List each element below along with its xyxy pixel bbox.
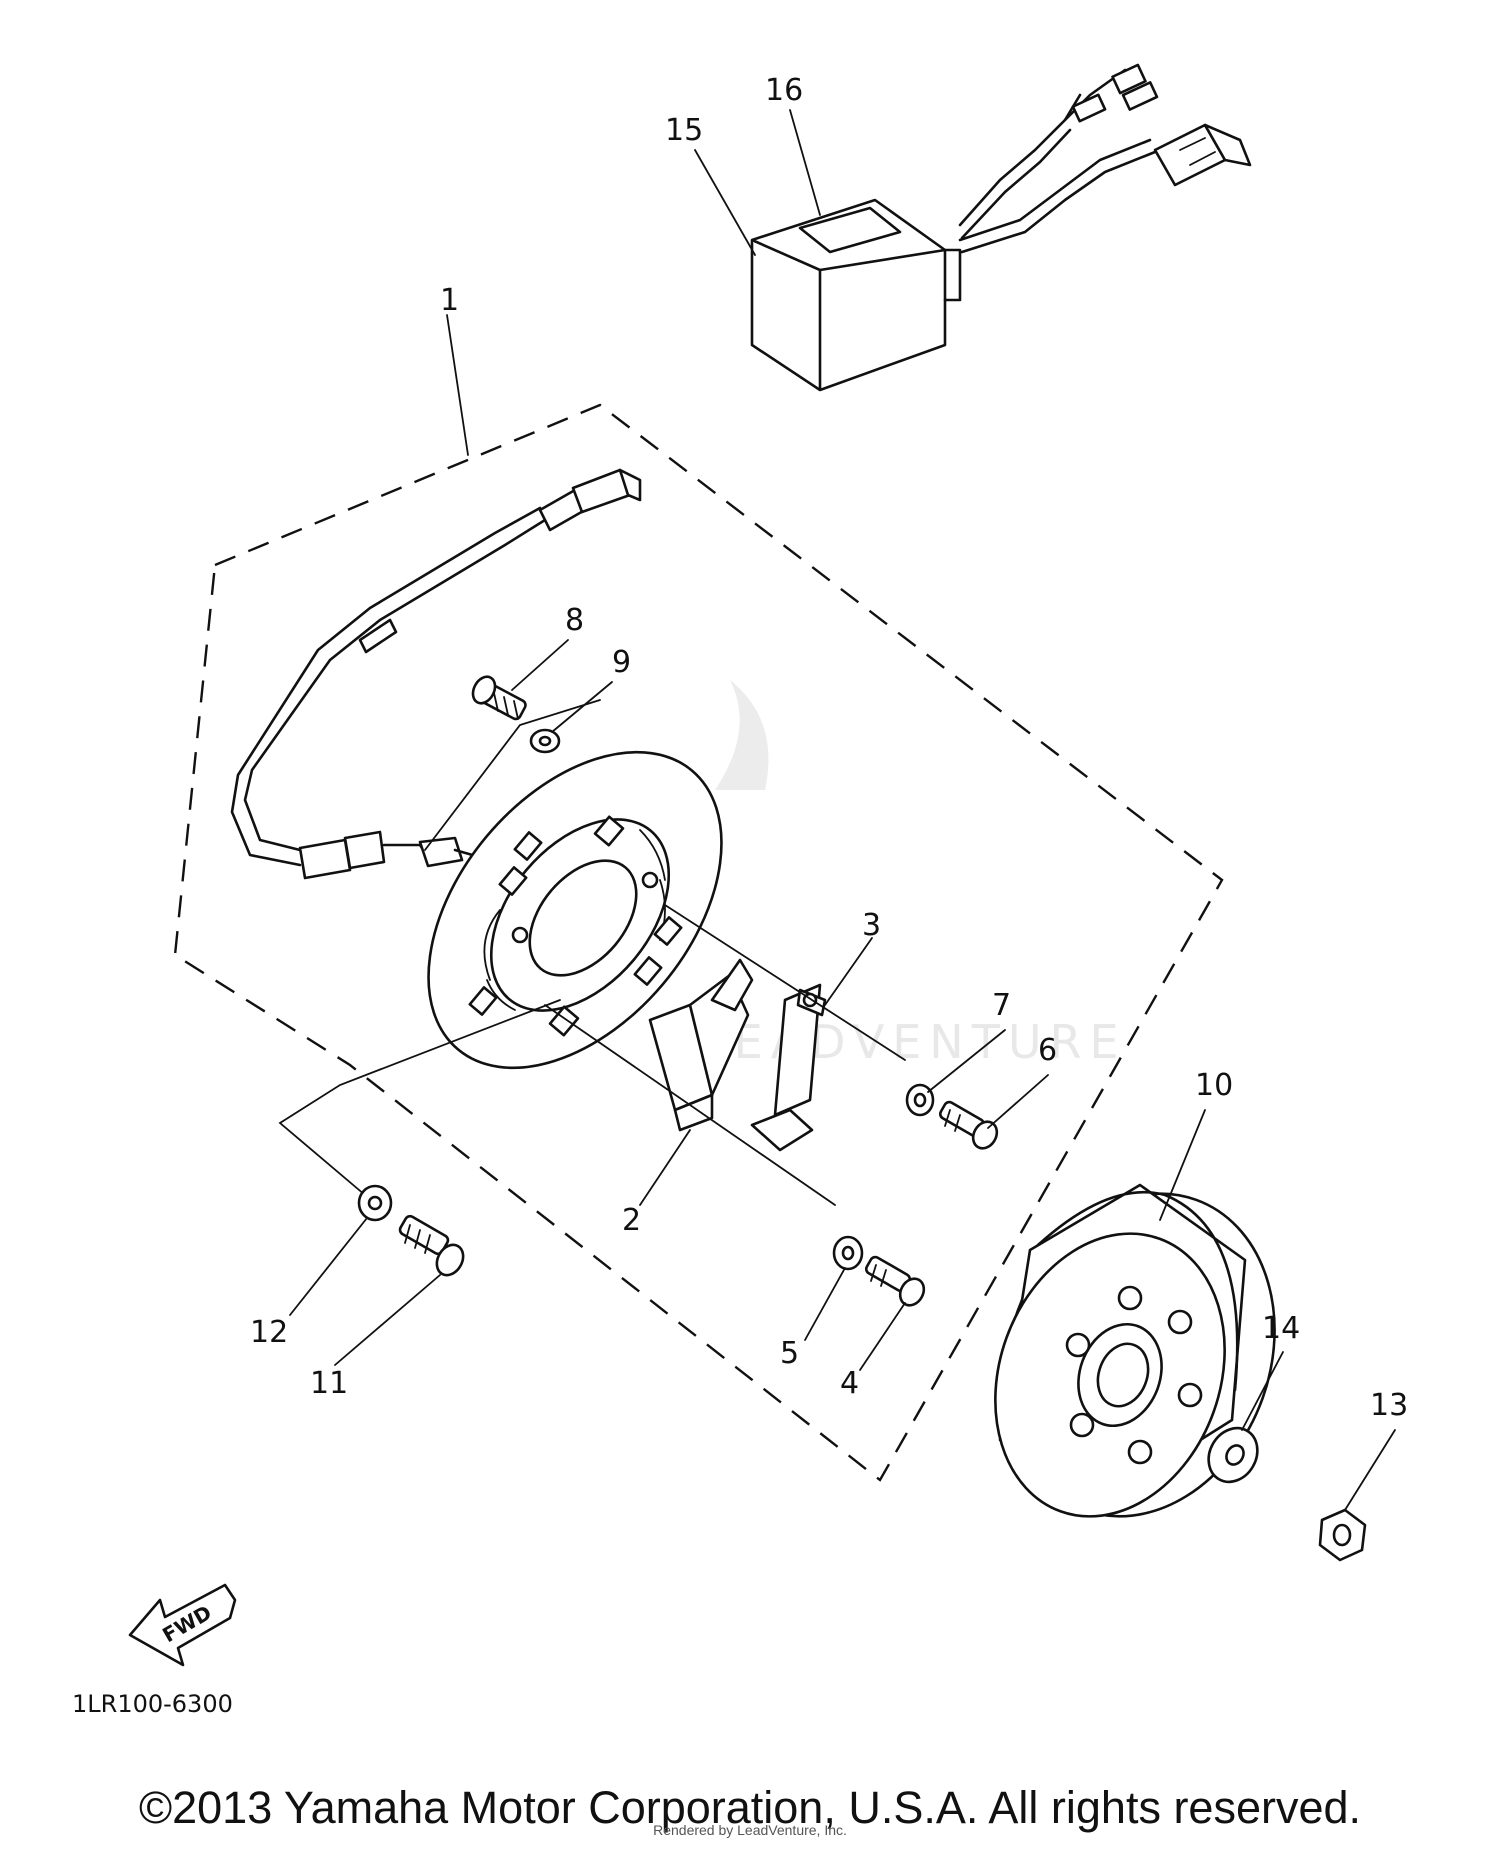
callout-8: 8 (565, 603, 584, 638)
callout-7: 7 (992, 988, 1011, 1023)
leader-16 (789, 109, 821, 216)
callout-1: 1 (440, 283, 459, 318)
screw-11 (398, 1214, 465, 1277)
leader-9 (551, 681, 613, 733)
leader-6 (987, 1074, 1049, 1129)
callout-2: 2 (622, 1203, 641, 1238)
stator-plate (427, 750, 723, 1070)
callout-12: 12 (250, 1315, 288, 1350)
washer-12 (357, 1184, 393, 1222)
relation-lines (278, 699, 906, 1206)
callout-10: 10 (1195, 1068, 1233, 1103)
leader-14 (1241, 1351, 1284, 1431)
washer-7 (905, 1083, 935, 1117)
rectifier-regulator (750, 63, 1252, 392)
nut-13 (1318, 1508, 1367, 1562)
callout-6: 6 (1038, 1033, 1057, 1068)
callout-14: 14 (1262, 1311, 1300, 1346)
callout-4: 4 (840, 1366, 859, 1401)
leader-5 (804, 1267, 846, 1341)
callout-13: 13 (1370, 1388, 1408, 1423)
watermark-text: LEADVENTURE (700, 1015, 1127, 1069)
copyright-notice: ©2013 Yamaha Motor Corporation, U.S.A. A… (138, 1782, 1362, 1833)
fwd-arrow-icon: FWD (128, 1583, 237, 1667)
leader-13 (1344, 1429, 1396, 1511)
leader-2 (639, 1129, 691, 1206)
screw-8 (471, 675, 527, 721)
stator-harness (230, 468, 642, 880)
callout-3: 3 (862, 908, 881, 943)
washer-14 (1207, 1426, 1259, 1484)
leader-11 (334, 1274, 441, 1366)
callout-15: 15 (665, 113, 703, 148)
render-imprint: Rendered by LeadVenture, Inc. (653, 1822, 847, 1838)
flywheel-rotor (994, 1183, 1276, 1518)
diagram-code: 1LR100-6300 (72, 1690, 233, 1718)
leader-1 (446, 314, 469, 456)
leader-4 (859, 1302, 906, 1371)
washer-5 (832, 1235, 864, 1271)
assembly-outline (173, 403, 1224, 1482)
callout-11: 11 (310, 1366, 348, 1401)
screw-6 (938, 1100, 999, 1150)
callout-5: 5 (780, 1336, 799, 1371)
callout-9: 9 (612, 645, 631, 680)
screw-4 (864, 1255, 926, 1307)
leader-12 (289, 1217, 368, 1316)
pulser-coil (648, 958, 754, 1132)
charging-coil (750, 983, 827, 1152)
leader-7 (927, 1029, 1006, 1093)
callout-labels: 1 2 3 4 5 6 7 8 9 10 11 12 13 14 15 16 (250, 73, 1408, 1423)
washer-9 (529, 728, 561, 754)
leader-3 (824, 937, 873, 1006)
leader-8 (511, 639, 569, 691)
callout-16: 16 (765, 73, 803, 108)
leader-10 (1159, 1109, 1206, 1221)
watermark: LEADVENTURE (700, 680, 1127, 1069)
leader-15 (694, 149, 756, 256)
